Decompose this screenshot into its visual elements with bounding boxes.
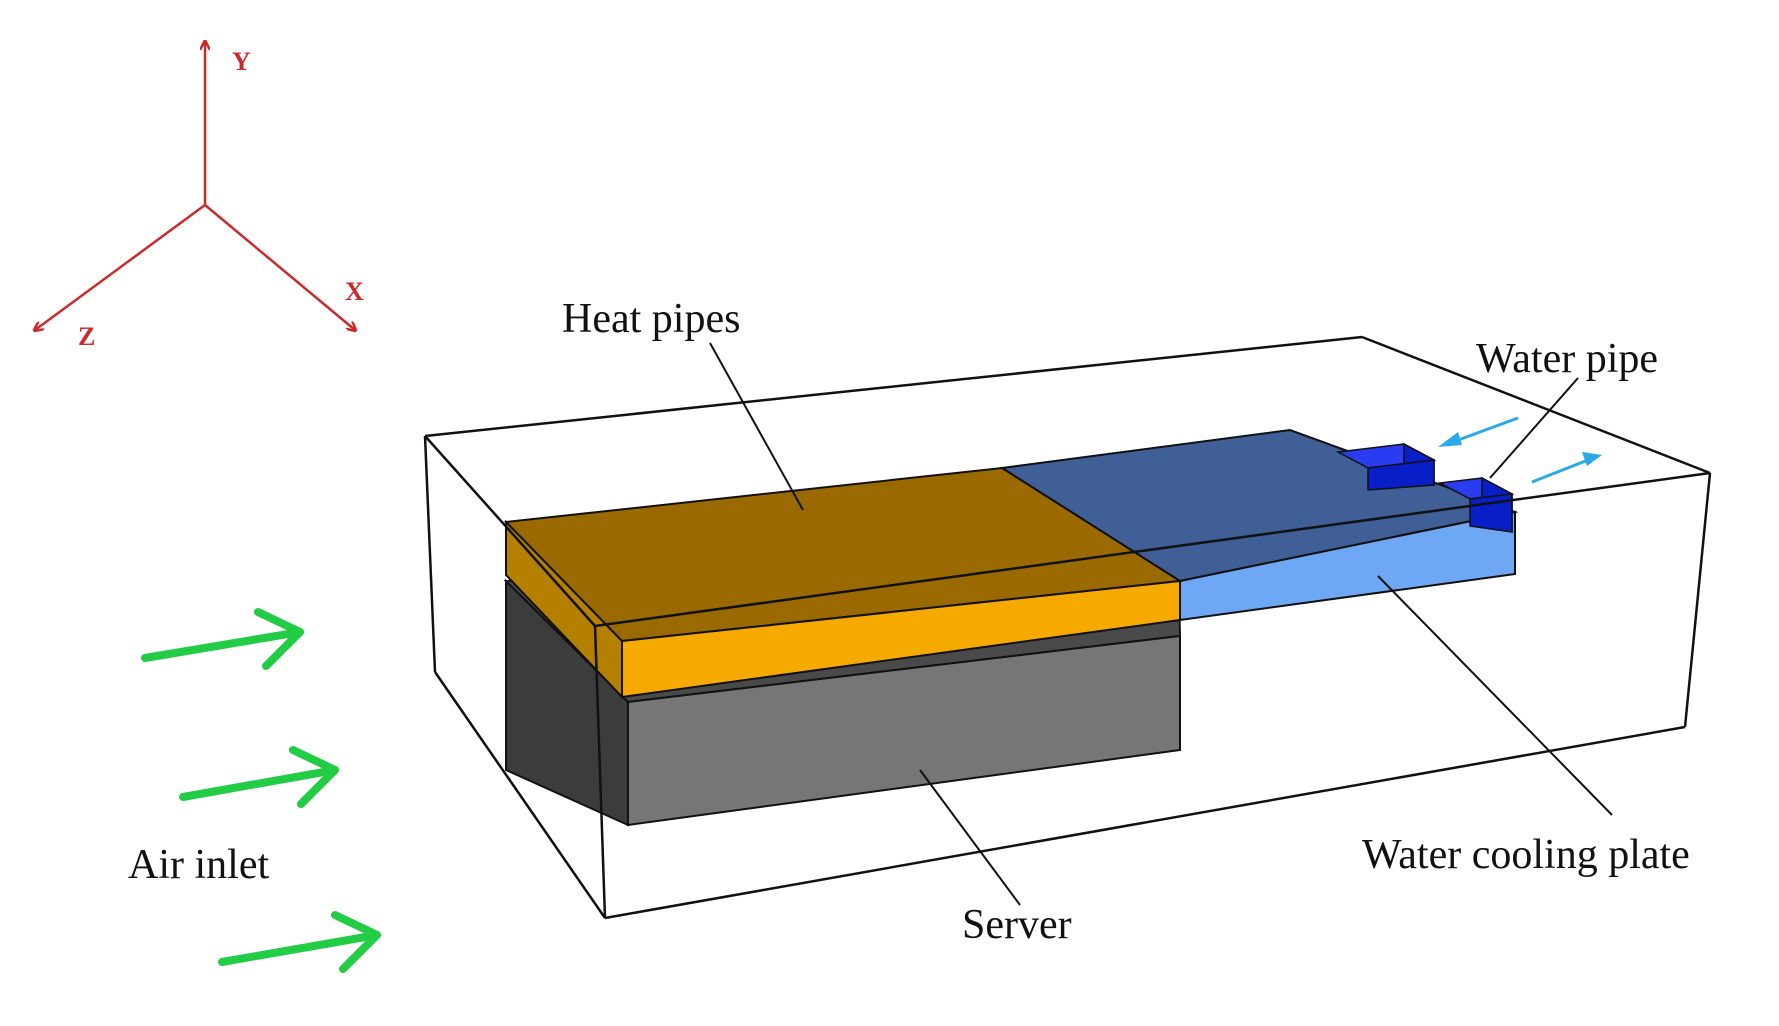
z-axis-label: Z (78, 322, 95, 351)
enclosure-back-edges (423, 335, 1711, 673)
air-inlet-label: Air inlet (128, 842, 269, 888)
enclosure-front-edges (424, 435, 1712, 920)
air-inlet-arrows (141, 608, 381, 973)
z-axis-line (35, 203, 206, 330)
heat-pipes-leader (709, 342, 804, 511)
water-pipes (1335, 442, 1515, 534)
leader-lines (709, 342, 1613, 906)
water-pipe-leader (1489, 377, 1579, 479)
water-inflow-arrow (1531, 452, 1602, 484)
component-labels: Heat pipes Water pipe Water cooling plat… (128, 296, 1690, 948)
server-front-face (627, 634, 1181, 827)
heat-pipes-front-face (621, 579, 1181, 699)
water-pipe-back (1335, 442, 1437, 491)
x-axis-label: X (345, 277, 364, 306)
water-cooling-plate-label: Water cooling plate (1362, 832, 1690, 878)
water-outflow-arrow (1438, 416, 1519, 447)
coordinate-axes: Y Z X (35, 42, 364, 351)
air-arrow (179, 746, 339, 808)
water-flow-arrows (1438, 416, 1602, 484)
heat-pipes (503, 466, 1183, 700)
air-arrow (141, 608, 304, 670)
server-label: Server (962, 902, 1072, 948)
water-pipe-label: Water pipe (1476, 336, 1658, 382)
server-leader (919, 769, 1021, 906)
y-axis-label: Y (232, 47, 251, 76)
air-arrow (218, 911, 381, 973)
cooling-plate-leader (1377, 575, 1613, 816)
x-axis-line (204, 204, 355, 330)
heat-pipes-label: Heat pipes (562, 296, 740, 342)
